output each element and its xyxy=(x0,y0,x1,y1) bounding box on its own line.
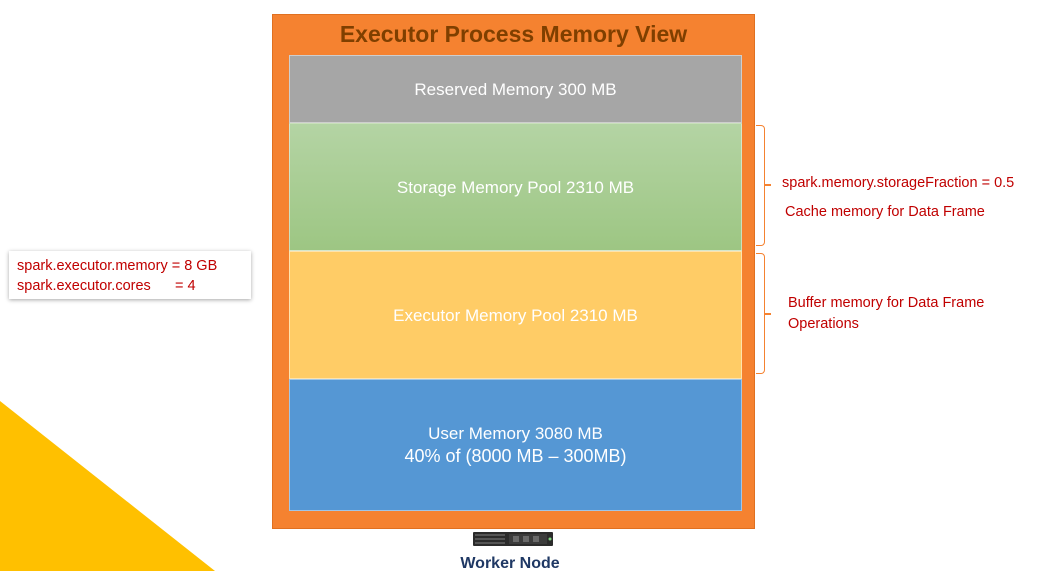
worker-node-label: Worker Node xyxy=(460,555,560,572)
storage-description-annotation: Cache memory for Data Frame xyxy=(785,204,985,220)
executor-memory-setting: spark.executor.memory = 8 GB xyxy=(17,258,218,274)
reserved-memory-label: Reserved Memory 300 MB xyxy=(414,79,617,99)
storage-brace-tick xyxy=(764,184,771,186)
executor-cores-setting: spark.executor.cores = 4 xyxy=(17,278,196,294)
user-memory-segment: User Memory 3080 MB 40% of (8000 MB – 30… xyxy=(289,379,742,511)
executor-config-box: spark.executor.memory = 8 GB spark.execu… xyxy=(9,251,251,299)
storage-memory-label: Storage Memory Pool 2310 MB xyxy=(396,177,635,197)
corner-accent-shape xyxy=(0,401,215,571)
executor-brace-tick xyxy=(764,313,771,315)
executor-memory-frame: Executor Process Memory View Reserved Me… xyxy=(272,14,755,529)
user-memory-label: User Memory 3080 MB xyxy=(428,424,603,443)
executor-description-line1: Buffer memory for Data Frame xyxy=(788,295,985,311)
server-icon xyxy=(473,532,553,546)
storage-brace xyxy=(756,125,765,246)
user-memory-formula: 40% of (8000 MB – 300MB) xyxy=(404,446,627,466)
reserved-memory-segment: Reserved Memory 300 MB xyxy=(289,55,742,123)
storage-fraction-annotation: spark.memory.storageFraction = 0.5 xyxy=(782,175,1015,191)
executor-memory-label: Executor Memory Pool 2310 MB xyxy=(393,305,638,325)
executor-memory-segment: Executor Memory Pool 2310 MB xyxy=(289,251,742,379)
frame-title: Executor Process Memory View xyxy=(339,21,688,47)
storage-memory-segment: Storage Memory Pool 2310 MB xyxy=(289,123,742,251)
executor-description-annotation: Buffer memory for Data Frame Operations xyxy=(788,293,984,335)
executor-description-line2: Operations xyxy=(788,316,859,332)
